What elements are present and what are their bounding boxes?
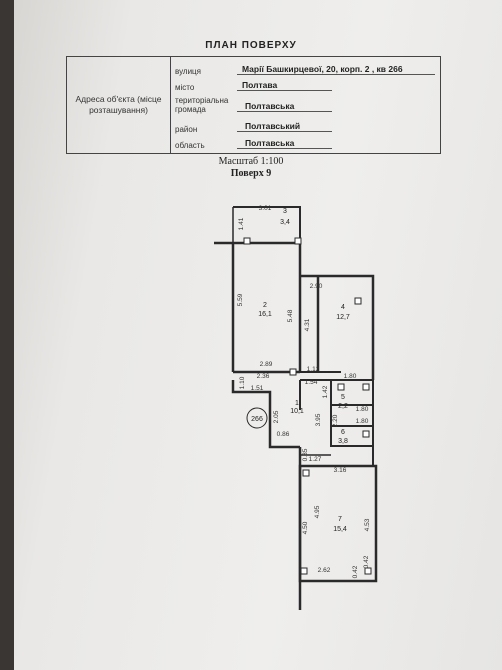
address-label: Адреса об'єкта (місце розташування) bbox=[67, 57, 171, 153]
wall-mark bbox=[354, 297, 362, 305]
wall-mark bbox=[362, 383, 370, 391]
room-1-no: 1 bbox=[295, 400, 299, 407]
dimension: 0.85 bbox=[302, 448, 309, 461]
dimension: 1.54 bbox=[305, 379, 318, 386]
dimension: 1.42 bbox=[322, 385, 329, 398]
wall-mark bbox=[337, 383, 345, 391]
dimension: 1.12 bbox=[307, 366, 320, 373]
room-4-wall bbox=[300, 274, 375, 380]
room-3-no: 3 bbox=[283, 208, 287, 215]
room-1-area: 10,1 bbox=[290, 408, 304, 415]
dimension: 1.80 bbox=[356, 418, 369, 425]
dimension: 1.27 bbox=[309, 456, 322, 463]
room-2-area: 16,1 bbox=[258, 311, 272, 318]
district-value: Полтавський bbox=[245, 121, 301, 131]
room-5-area: 2,2 bbox=[338, 403, 348, 410]
region-label: область bbox=[175, 141, 205, 150]
community-label: територіальна громада bbox=[175, 96, 229, 114]
dimension: 2.89 bbox=[260, 361, 273, 368]
dimension: 3.95 bbox=[315, 413, 322, 426]
street-underline bbox=[237, 74, 435, 75]
room-7-no: 7 bbox=[338, 516, 342, 523]
room-6-wall bbox=[330, 425, 374, 447]
dimension: 4.95 bbox=[314, 505, 321, 518]
wall-mark bbox=[289, 368, 297, 376]
apartment-number: 266 bbox=[251, 416, 263, 423]
room-3-area: 3,4 bbox=[280, 219, 290, 226]
dimension: 5.59 bbox=[237, 293, 244, 306]
wall-marks bbox=[243, 237, 372, 575]
dimension: 0.42 bbox=[352, 565, 359, 578]
dimension: 5.48 bbox=[287, 309, 294, 322]
room-3-wall bbox=[233, 206, 301, 243]
room-labels: 2 16,1 3 3,4 4 12,7 1 10,1 5 2,2 6 3,8 7… bbox=[258, 208, 350, 533]
room-6-no: 6 bbox=[341, 429, 345, 436]
dimension: 4.31 bbox=[304, 318, 311, 331]
district-label: район bbox=[175, 125, 198, 134]
dimension: 3.01 bbox=[259, 205, 272, 212]
dimension: 1.41 bbox=[238, 217, 245, 230]
walls bbox=[214, 206, 378, 610]
wall-mark bbox=[302, 469, 310, 477]
dimension: 1.80 bbox=[344, 373, 357, 380]
street-value: Марії Башкирцевої, 20, корп. 2 , кв 266 bbox=[242, 64, 403, 74]
room-4-area: 12,7 bbox=[336, 314, 350, 321]
floor-label: Поверх 9 bbox=[230, 168, 272, 179]
scale-label: Масштаб 1:100 bbox=[218, 156, 284, 167]
community-value: Полтавська bbox=[245, 101, 295, 111]
address-table: Адреса об'єкта (місце розташування) вули… bbox=[66, 56, 441, 154]
wall-mark bbox=[300, 567, 308, 575]
region-value: Полтавська bbox=[245, 138, 295, 148]
city-label: місто bbox=[175, 83, 195, 92]
district-underline bbox=[237, 131, 332, 132]
wall-mark bbox=[362, 430, 370, 438]
page-title: ПЛАН ПОВЕРХУ bbox=[205, 40, 297, 51]
city-value: Полтава bbox=[242, 80, 278, 90]
street-label: вулиця bbox=[175, 67, 201, 76]
room-6-area: 3,8 bbox=[338, 438, 348, 445]
dimensions: 3.01 1.41 5.59 5.48 2.89 2.36 1.12 2.90 … bbox=[237, 205, 371, 578]
dimension: 1.51 bbox=[251, 385, 264, 392]
dimension: 3.16 bbox=[334, 467, 347, 474]
room-4-no: 4 bbox=[341, 304, 345, 311]
dimension: 4.53 bbox=[364, 518, 371, 531]
dimension: 2.05 bbox=[273, 410, 280, 423]
dimension: 2.36 bbox=[257, 373, 270, 380]
dimension: 2.90 bbox=[310, 283, 323, 290]
dimension: 0.42 bbox=[363, 555, 370, 568]
dimension: 1.80 bbox=[356, 406, 369, 413]
room-7-area: 15,4 bbox=[333, 526, 347, 533]
room-2-no: 2 bbox=[263, 302, 267, 309]
room-2-wall bbox=[214, 241, 302, 372]
dimension: 2.62 bbox=[318, 567, 331, 574]
community-underline bbox=[237, 111, 332, 112]
wall-mark bbox=[294, 237, 302, 245]
dimension: 4.50 bbox=[302, 521, 309, 534]
wall-mark bbox=[243, 237, 251, 245]
apartment-marker: 266 bbox=[246, 407, 268, 429]
room-5-no: 5 bbox=[341, 394, 345, 401]
dimension: 0.86 bbox=[277, 431, 290, 438]
hall-wall bbox=[231, 380, 300, 449]
dimension: 2.20 bbox=[332, 414, 339, 427]
dimension: 1.10 bbox=[239, 376, 246, 389]
region-underline bbox=[237, 148, 332, 149]
wall-mark bbox=[364, 567, 372, 575]
city-underline bbox=[237, 90, 332, 91]
